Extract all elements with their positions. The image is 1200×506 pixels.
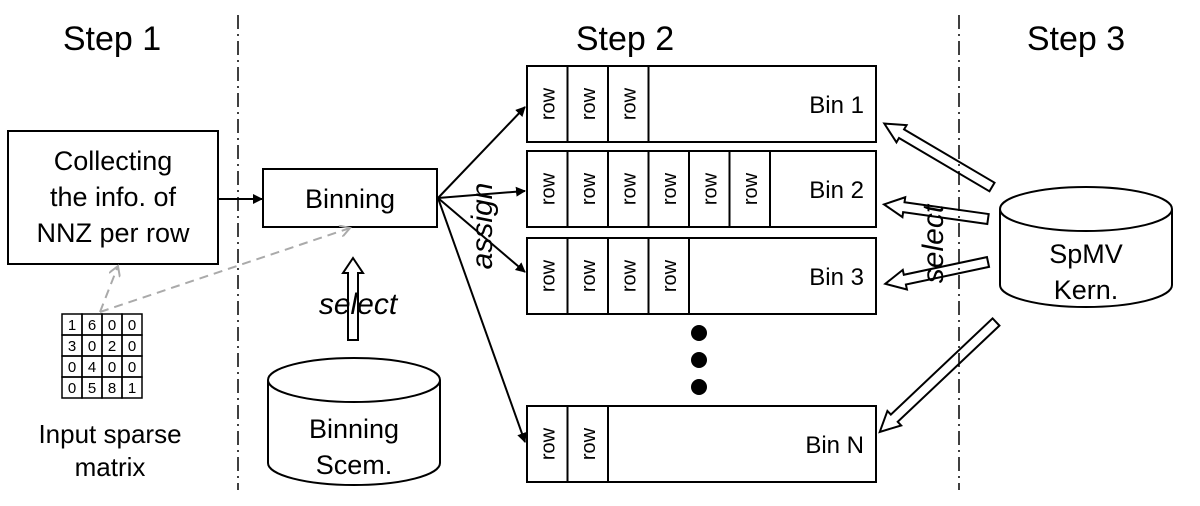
row-label: row: [618, 172, 640, 205]
spmv-kernel-cylinder: [999, 186, 1173, 308]
matrix-cell-value: 1: [68, 317, 76, 334]
row-slot: [728, 150, 771, 228]
matrix-cell-value: 2: [108, 338, 116, 355]
row-label: row: [537, 87, 559, 120]
matrix-cell-value: 8: [108, 380, 116, 397]
spmv-kernel-line-1: SpMV: [1049, 239, 1123, 269]
row-label: row: [740, 172, 762, 205]
matrix-cell-value: 5: [88, 380, 96, 397]
matrix-cell-value: 4: [88, 359, 96, 376]
ellipsis-dot-2: [691, 352, 707, 368]
row-label: row: [659, 259, 681, 292]
select-right-label: select: [917, 203, 950, 283]
select-arrow-bin-1: [882, 122, 996, 193]
row-label: row: [618, 87, 640, 120]
row-label: row: [578, 172, 600, 205]
assign-arrow-bin-3: [437, 197, 526, 273]
binning-box-label: Binning: [305, 184, 395, 214]
matrix-cell-value: 3: [68, 338, 76, 355]
matrix-to-collect-arrow: [99, 266, 118, 313]
step-1-title: Step 1: [63, 20, 161, 58]
bin-label: Bin 3: [809, 264, 864, 291]
matrix-cell-value: 0: [108, 359, 116, 376]
row-label: row: [578, 259, 600, 292]
matrix-cell-value: 6: [88, 317, 96, 334]
assign-arrow-bin-1: [437, 106, 526, 199]
matrix-cell-value: 0: [88, 338, 96, 355]
row-label: row: [537, 259, 559, 292]
row-slot: [607, 65, 650, 143]
bin-label: Bin 1: [809, 92, 864, 119]
matrix-cell-value: 1: [128, 380, 136, 397]
select-arrow-bin-2: [881, 195, 990, 226]
bin-label: Bin N: [805, 432, 864, 459]
assign-arrow-bin-n: [437, 197, 527, 443]
binning-scheme-cylinder: [267, 357, 441, 486]
step-3-title: Step 3: [1027, 20, 1125, 58]
step-2-title: Step 2: [576, 20, 674, 58]
collect-box-line-2: the info. of: [50, 182, 177, 212]
row-label: row: [659, 172, 681, 205]
row-label: row: [618, 259, 640, 292]
select-arrow-bin-3: [883, 255, 991, 291]
matrix-cell: [121, 376, 143, 399]
row-label: row: [578, 427, 600, 460]
matrix-cell-value: 0: [128, 317, 136, 334]
ellipsis-dot-1: [691, 325, 707, 341]
matrix-caption-line-1: Input sparse: [38, 419, 181, 449]
matrix-cell-value: 0: [68, 380, 76, 397]
select-arrow-bin-n: [878, 316, 1001, 434]
select-left-label: select: [319, 288, 399, 321]
matrix-cell-value: 0: [68, 359, 76, 376]
collect-box-line-1: Collecting: [54, 146, 173, 176]
bin-label: Bin 2: [809, 177, 864, 204]
matrix-caption-line-2: matrix: [75, 452, 146, 482]
row-label: row: [537, 172, 559, 205]
matrix-cell-value: 0: [108, 317, 116, 334]
row-slot: [566, 405, 609, 483]
select-up-hollow-arrow: [341, 256, 365, 341]
row-label: row: [699, 172, 721, 205]
row-label: row: [578, 87, 600, 120]
row-label: row: [537, 427, 559, 460]
row-slot: [647, 237, 690, 315]
matrix-cell-value: 0: [128, 338, 136, 355]
collect-info-box: [7, 130, 219, 265]
binning-scheme-line-2: Scem.: [316, 450, 393, 480]
assign-arrow-bin-2: [437, 186, 526, 199]
assign-label: assign: [466, 183, 499, 270]
collect-box-line-3: NNZ per row: [36, 218, 190, 248]
matrix-cell-value: 0: [128, 359, 136, 376]
spmv-kernel-line-2: Kern.: [1054, 275, 1119, 305]
binning-scheme-line-1: Binning: [309, 414, 399, 444]
ellipsis-dot-3: [691, 379, 707, 395]
